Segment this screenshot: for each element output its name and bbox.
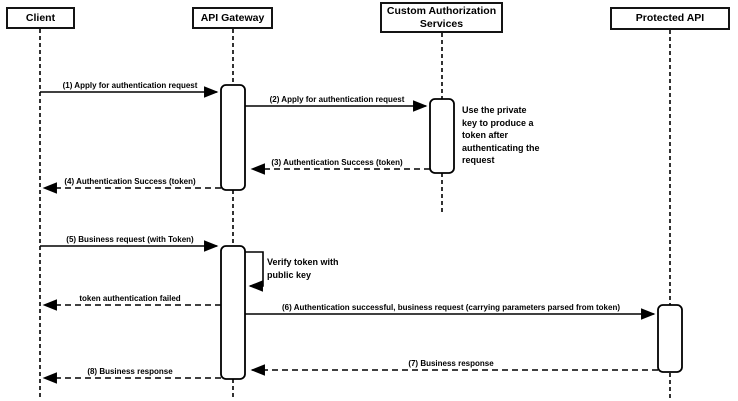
activation-api-gateway-1: [220, 84, 246, 191]
activation-protected-api: [657, 304, 683, 373]
actor-custom-authorization-services-label: Custom Authorization Services: [386, 4, 497, 30]
message-label-4: (4) Authentication Success (token): [64, 177, 196, 186]
actor-protected-api: Protected API: [610, 7, 730, 30]
message-label-token-failed: token authentication failed: [79, 294, 181, 303]
activation-custom-auth-services: [429, 98, 455, 174]
message-label-5: (5) Business request (with Token): [66, 235, 194, 244]
note-verify-token: Verify token with public key: [267, 257, 339, 280]
actor-client-label: Client: [25, 11, 56, 24]
message-label-6: (6) Authentication successful, business …: [281, 303, 621, 312]
actor-client: Client: [6, 7, 75, 29]
note-private-key: Use the private key to produce a token a…: [462, 105, 540, 165]
arrow-self-verify-token: [245, 251, 264, 292]
message-label-2: (2) Apply for authentication request: [269, 95, 405, 104]
activation-api-gateway-2: [220, 245, 246, 380]
actor-protected-api-label: Protected API: [635, 12, 705, 25]
actor-custom-authorization-services: Custom Authorization Services: [380, 2, 503, 33]
message-label-3: (3) Authentication Success (token): [271, 158, 403, 167]
message-label-8: (8) Business response: [87, 367, 173, 376]
actor-api-gateway: API Gateway: [192, 7, 273, 29]
message-label-7: (7) Business response: [408, 359, 494, 368]
actor-api-gateway-label: API Gateway: [200, 11, 265, 24]
message-label-1: (1) Apply for authentication request: [62, 81, 198, 90]
